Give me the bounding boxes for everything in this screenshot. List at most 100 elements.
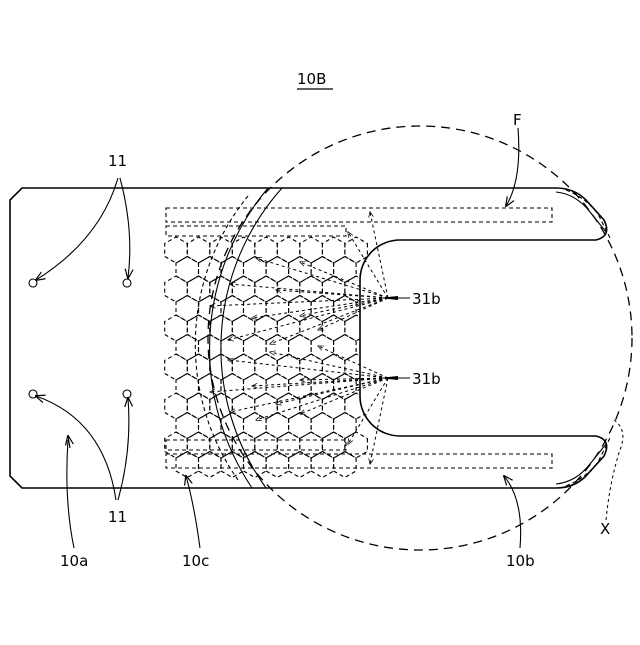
- honeycomb-cell: [187, 237, 210, 263]
- honeycomb-cell: [232, 354, 255, 380]
- honeycomb-cell: [322, 354, 345, 380]
- honeycomb-cell: [165, 276, 188, 302]
- honeycomb-cell: [289, 452, 312, 478]
- bottom-dashed-slots: [166, 440, 552, 468]
- honeycomb-cell: [199, 413, 222, 439]
- leader-10c: [186, 476, 200, 548]
- honeycomb-cell: [322, 237, 345, 263]
- honeycomb-cell: [232, 237, 255, 263]
- light-ray: [270, 298, 388, 344]
- honeycomb-cell: [289, 413, 312, 439]
- leader-10a: [67, 440, 74, 548]
- honeycomb-cell: [266, 452, 289, 478]
- honeycomb-cell: [221, 257, 244, 283]
- honeycomb-cell: [187, 315, 210, 341]
- light-ray: [276, 378, 388, 404]
- honeycomb-cell: [176, 413, 199, 439]
- label-F: F: [513, 111, 522, 129]
- honeycomb-cell: [176, 296, 199, 322]
- honeycomb-cell: [165, 393, 188, 419]
- leader-F: [506, 128, 519, 206]
- honeycomb-cell: [300, 354, 323, 380]
- honeycomb-cell: [345, 276, 368, 302]
- honeycomb-cell: [266, 296, 289, 322]
- honeycomb-cell: [165, 315, 188, 341]
- honeycomb-cell: [210, 393, 233, 419]
- label-10c: 10c: [182, 552, 209, 570]
- leader-11-bottom-b: [118, 398, 129, 500]
- honeycomb-cell: [165, 354, 188, 380]
- label-31b-upper: 31b: [412, 290, 441, 308]
- honeycomb-cell: [334, 257, 357, 283]
- honeycomb-cell: [277, 276, 300, 302]
- honeycomb-cell: [289, 296, 312, 322]
- leader-X: [606, 420, 623, 520]
- honeycomb-cell: [300, 276, 323, 302]
- honeycomb-cell: [199, 374, 222, 400]
- light-ray: [210, 378, 388, 392]
- honeycomb-cell: [244, 413, 267, 439]
- leader-11-bottom-a: [36, 396, 116, 500]
- leader-10b: [504, 476, 521, 548]
- honeycomb-cell: [232, 393, 255, 419]
- honeycomb-cell: [255, 237, 277, 263]
- light-ray: [348, 378, 388, 444]
- honeycomb-cell: [176, 257, 199, 283]
- honeycomb-cell: [289, 374, 312, 400]
- honeycomb-cell: [165, 237, 188, 263]
- honeycomb-cell: [334, 335, 357, 361]
- light-rays: [210, 212, 388, 464]
- honeycomb-cell: [221, 335, 244, 361]
- light-ray: [370, 212, 388, 298]
- honeycomb-cell: [221, 452, 244, 478]
- honeycomb-cell: [244, 257, 267, 283]
- honeycomb-cell: [334, 413, 357, 439]
- honeycomb-cell: [255, 315, 277, 341]
- honeycomb-cell: [345, 315, 368, 341]
- honeycomb-cell: [277, 315, 300, 341]
- label-10b: 10b: [506, 552, 535, 570]
- label-X: X: [600, 520, 610, 538]
- hole-bottom-left: [29, 390, 37, 398]
- honeycomb-cell: [345, 237, 368, 263]
- light-ray: [348, 232, 388, 298]
- honeycomb-cell: [232, 315, 255, 341]
- honeycomb-cell: [289, 257, 312, 283]
- honeycomb-cell: [244, 374, 267, 400]
- honeycomb-cell: [300, 237, 323, 263]
- leader-11-top-a: [36, 178, 118, 280]
- honeycomb-cell: [199, 257, 222, 283]
- honeycomb-cell: [210, 276, 233, 302]
- honeycomb-cell: [334, 452, 357, 478]
- honeycomb-cell: [176, 374, 199, 400]
- hole-bottom-right: [123, 390, 131, 398]
- label-11-top: 11: [108, 152, 127, 170]
- honeycomb-pattern: [165, 237, 368, 478]
- label-31b-lower: 31b: [412, 370, 441, 388]
- inner-arc-1: [221, 188, 282, 488]
- honeycomb-cell: [311, 374, 334, 400]
- honeycomb-cell: [322, 276, 345, 302]
- honeycomb-cell: [266, 257, 289, 283]
- light-ray: [228, 298, 388, 340]
- honeycomb-cell: [311, 452, 334, 478]
- honeycomb-cell: [277, 354, 300, 380]
- figure-ref-label: 10B: [297, 70, 326, 88]
- honeycomb-cell: [244, 335, 267, 361]
- honeycomb-cell: [266, 413, 289, 439]
- leader-11-top-b: [120, 178, 130, 278]
- honeycomb-cell: [232, 276, 255, 302]
- honeycomb-cell: [187, 276, 210, 302]
- honeycomb-cell: [176, 452, 199, 478]
- honeycomb-cell: [277, 393, 300, 419]
- light-ray: [318, 346, 388, 378]
- light-ray: [270, 352, 388, 378]
- plate-outline: [10, 188, 607, 488]
- honeycomb-cell: [255, 354, 277, 380]
- honeycomb-cell: [300, 432, 323, 458]
- honeycomb-cell: [255, 276, 277, 302]
- honeycomb-cell: [210, 237, 233, 263]
- hole-top-left: [29, 279, 37, 287]
- honeycomb-cell: [277, 237, 300, 263]
